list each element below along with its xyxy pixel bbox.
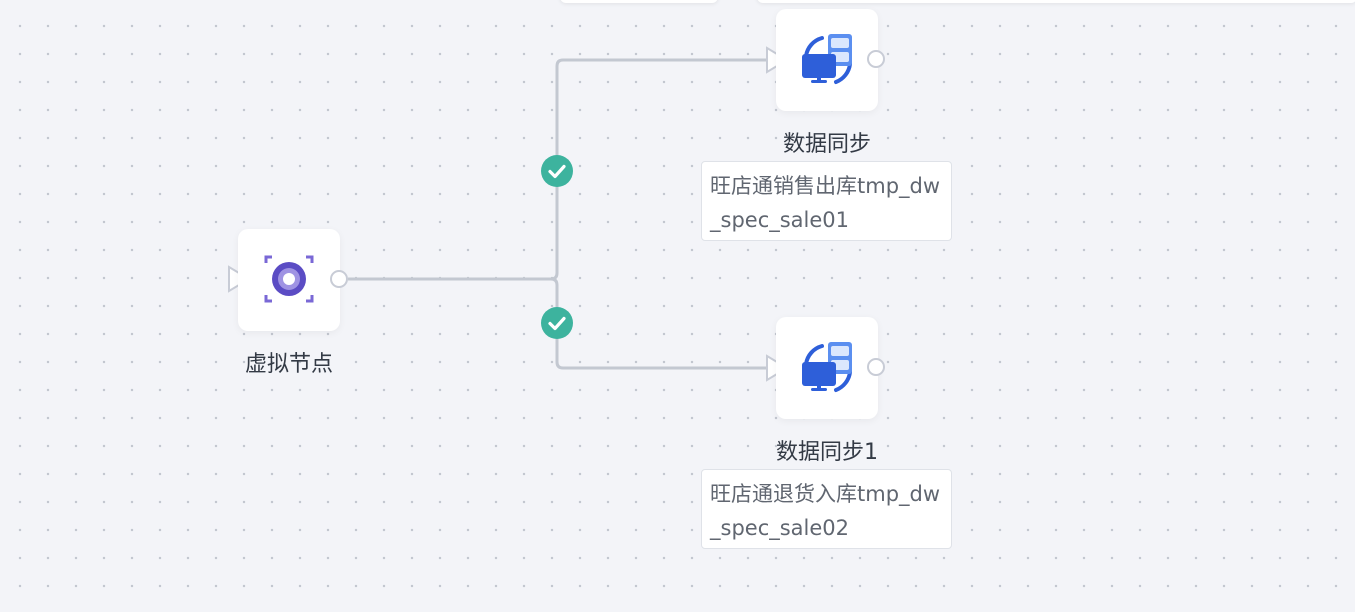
node-label-sync1: 数据同步 [782,132,871,157]
node-label-virtual: 虚拟节点 [244,352,333,377]
output-port-virtual[interactable] [330,270,348,288]
data-sync-icon [802,342,852,392]
node-description-sync2: 旺店通退货入库tmp_dw_spec_sale02 [701,469,952,549]
node-sync2[interactable] [776,317,878,419]
edge-success-check-icon[interactable] [541,307,573,339]
virtual-node-icon [264,255,314,303]
edge-success-check-icon[interactable] [541,155,573,187]
output-port-sync1[interactable] [867,50,885,68]
node-sync1[interactable] [776,9,878,111]
offscreen-card [560,0,718,3]
data-sync-icon [802,34,852,84]
node-description-sync1: 旺店通销售出库tmp_dw_spec_sale01 [701,161,952,241]
offscreen-card [757,0,1355,3]
node-label-sync2: 数据同步1 [776,440,878,465]
output-port-sync2[interactable] [867,358,885,376]
node-virtual[interactable] [238,229,340,331]
